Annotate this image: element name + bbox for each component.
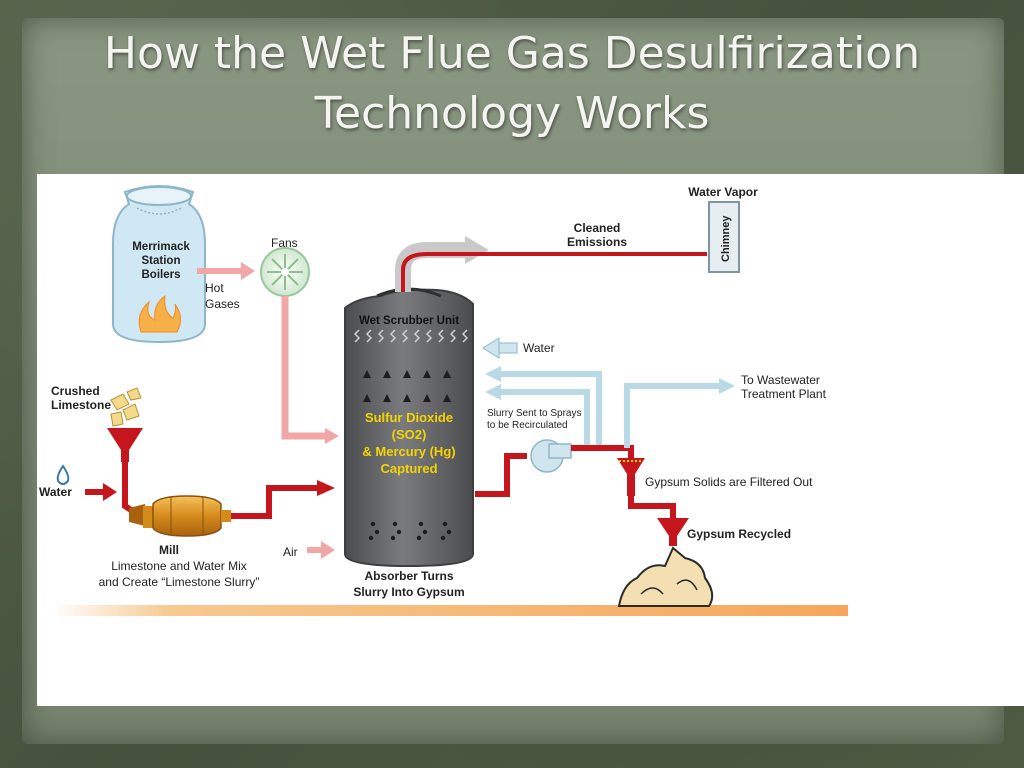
cleaned-emissions-label-2: Emissions: [567, 235, 627, 249]
mill-label: Mill: [159, 543, 179, 557]
cleaned-emissions-label-1: Cleaned: [574, 221, 621, 235]
ground-strip: [52, 605, 848, 616]
wastewater-label-2: Treatment Plant: [741, 387, 827, 401]
captured-label-1: Sulfur Dioxide: [365, 410, 453, 425]
recirculation-arrowheads: [485, 366, 501, 400]
boiler-label-3: Boilers: [142, 269, 181, 281]
gypsum-pile: [617, 546, 714, 607]
gypsum-recycled-label: Gypsum Recycled: [687, 527, 791, 541]
captured-label-4: Captured: [380, 461, 437, 476]
gypsum-recycle-funnel: [657, 518, 689, 546]
wastewater-label-1: To Wastewater: [741, 373, 820, 387]
captured-label-3: & Mercury (Hg): [362, 444, 455, 459]
water-drop-icon: [56, 464, 70, 485]
title-line-1: How the Wet Flue Gas Desulfirization: [103, 28, 921, 79]
air-arrow: [307, 541, 335, 559]
gypsum-slurry-pipe: [475, 453, 527, 497]
limestone-hopper: [107, 428, 143, 462]
slurry-sent-label-2: to be Recirculated: [487, 420, 568, 431]
water-top-label: Water: [523, 341, 555, 355]
crushed-limestone-label-2: Limestone: [51, 398, 111, 412]
mill-caption-1: Limestone and Water Mix: [111, 559, 247, 573]
gypsum-filtered-label: Gypsum Solids are Filtered Out: [645, 475, 813, 489]
hopper-to-mill-pipe: [122, 462, 139, 517]
spray-nozzles: [363, 370, 451, 402]
chimney-label: Chimney: [720, 215, 732, 262]
chimney: [708, 201, 740, 273]
title-line-2: Technology Works: [314, 88, 710, 139]
recirculation-arrows: [499, 371, 602, 446]
boiler-label-2: Station: [142, 255, 181, 267]
slide-title: How the Wet Flue Gas Desulfirization Tec…: [40, 24, 984, 154]
wastewater-line: [624, 378, 735, 448]
water-in-arrow: [85, 483, 117, 501]
mill-caption-2: and Create “Limestone Slurry”: [99, 575, 260, 589]
absorber-caption-2: Slurry Into Gypsum: [353, 585, 464, 599]
hot-gases-label-1: Hot: [205, 281, 224, 295]
bubbles: [368, 521, 452, 541]
pump-to-filter-pipe: [571, 445, 634, 460]
slurry-sent-label-1: Slurry Sent to Sprays: [487, 408, 581, 419]
water-vapor-label: Water Vapor: [688, 185, 758, 199]
mill-drum: [129, 495, 231, 537]
limestone-rocks-icon: [110, 387, 142, 427]
boiler-vessel: [112, 185, 206, 344]
diagram-frame: Merrimack Station Boilers Hot Gases Fans…: [37, 174, 1024, 706]
boiler-label-1: Merrimack: [132, 241, 190, 253]
slurry-feed-pipe: [231, 480, 335, 519]
water-inlet-arrow: [482, 337, 518, 359]
gypsum-filter-funnel: [617, 458, 676, 518]
fan-icon: [260, 247, 310, 297]
absorber-caption-1: Absorber Turns: [364, 569, 453, 583]
fans-label: Fans: [271, 236, 298, 250]
crushed-limestone-label-1: Crushed: [51, 384, 100, 398]
spray-zigzags: [353, 329, 469, 343]
recirculation-pump: [530, 439, 572, 473]
hot-gases-arrow: [197, 262, 255, 280]
air-label: Air: [283, 545, 298, 559]
hot-gases-label-2: Gases: [205, 297, 240, 311]
fgd-diagram: Merrimack Station Boilers Hot Gases Fans…: [39, 185, 848, 616]
scrubber-label: Wet Scrubber Unit: [359, 315, 459, 327]
fan-to-scrubber-pipe: [281, 296, 339, 444]
captured-label-2: (SO2): [392, 427, 427, 442]
emissions-duct: [395, 236, 707, 292]
water-in-label: Water: [39, 485, 72, 499]
